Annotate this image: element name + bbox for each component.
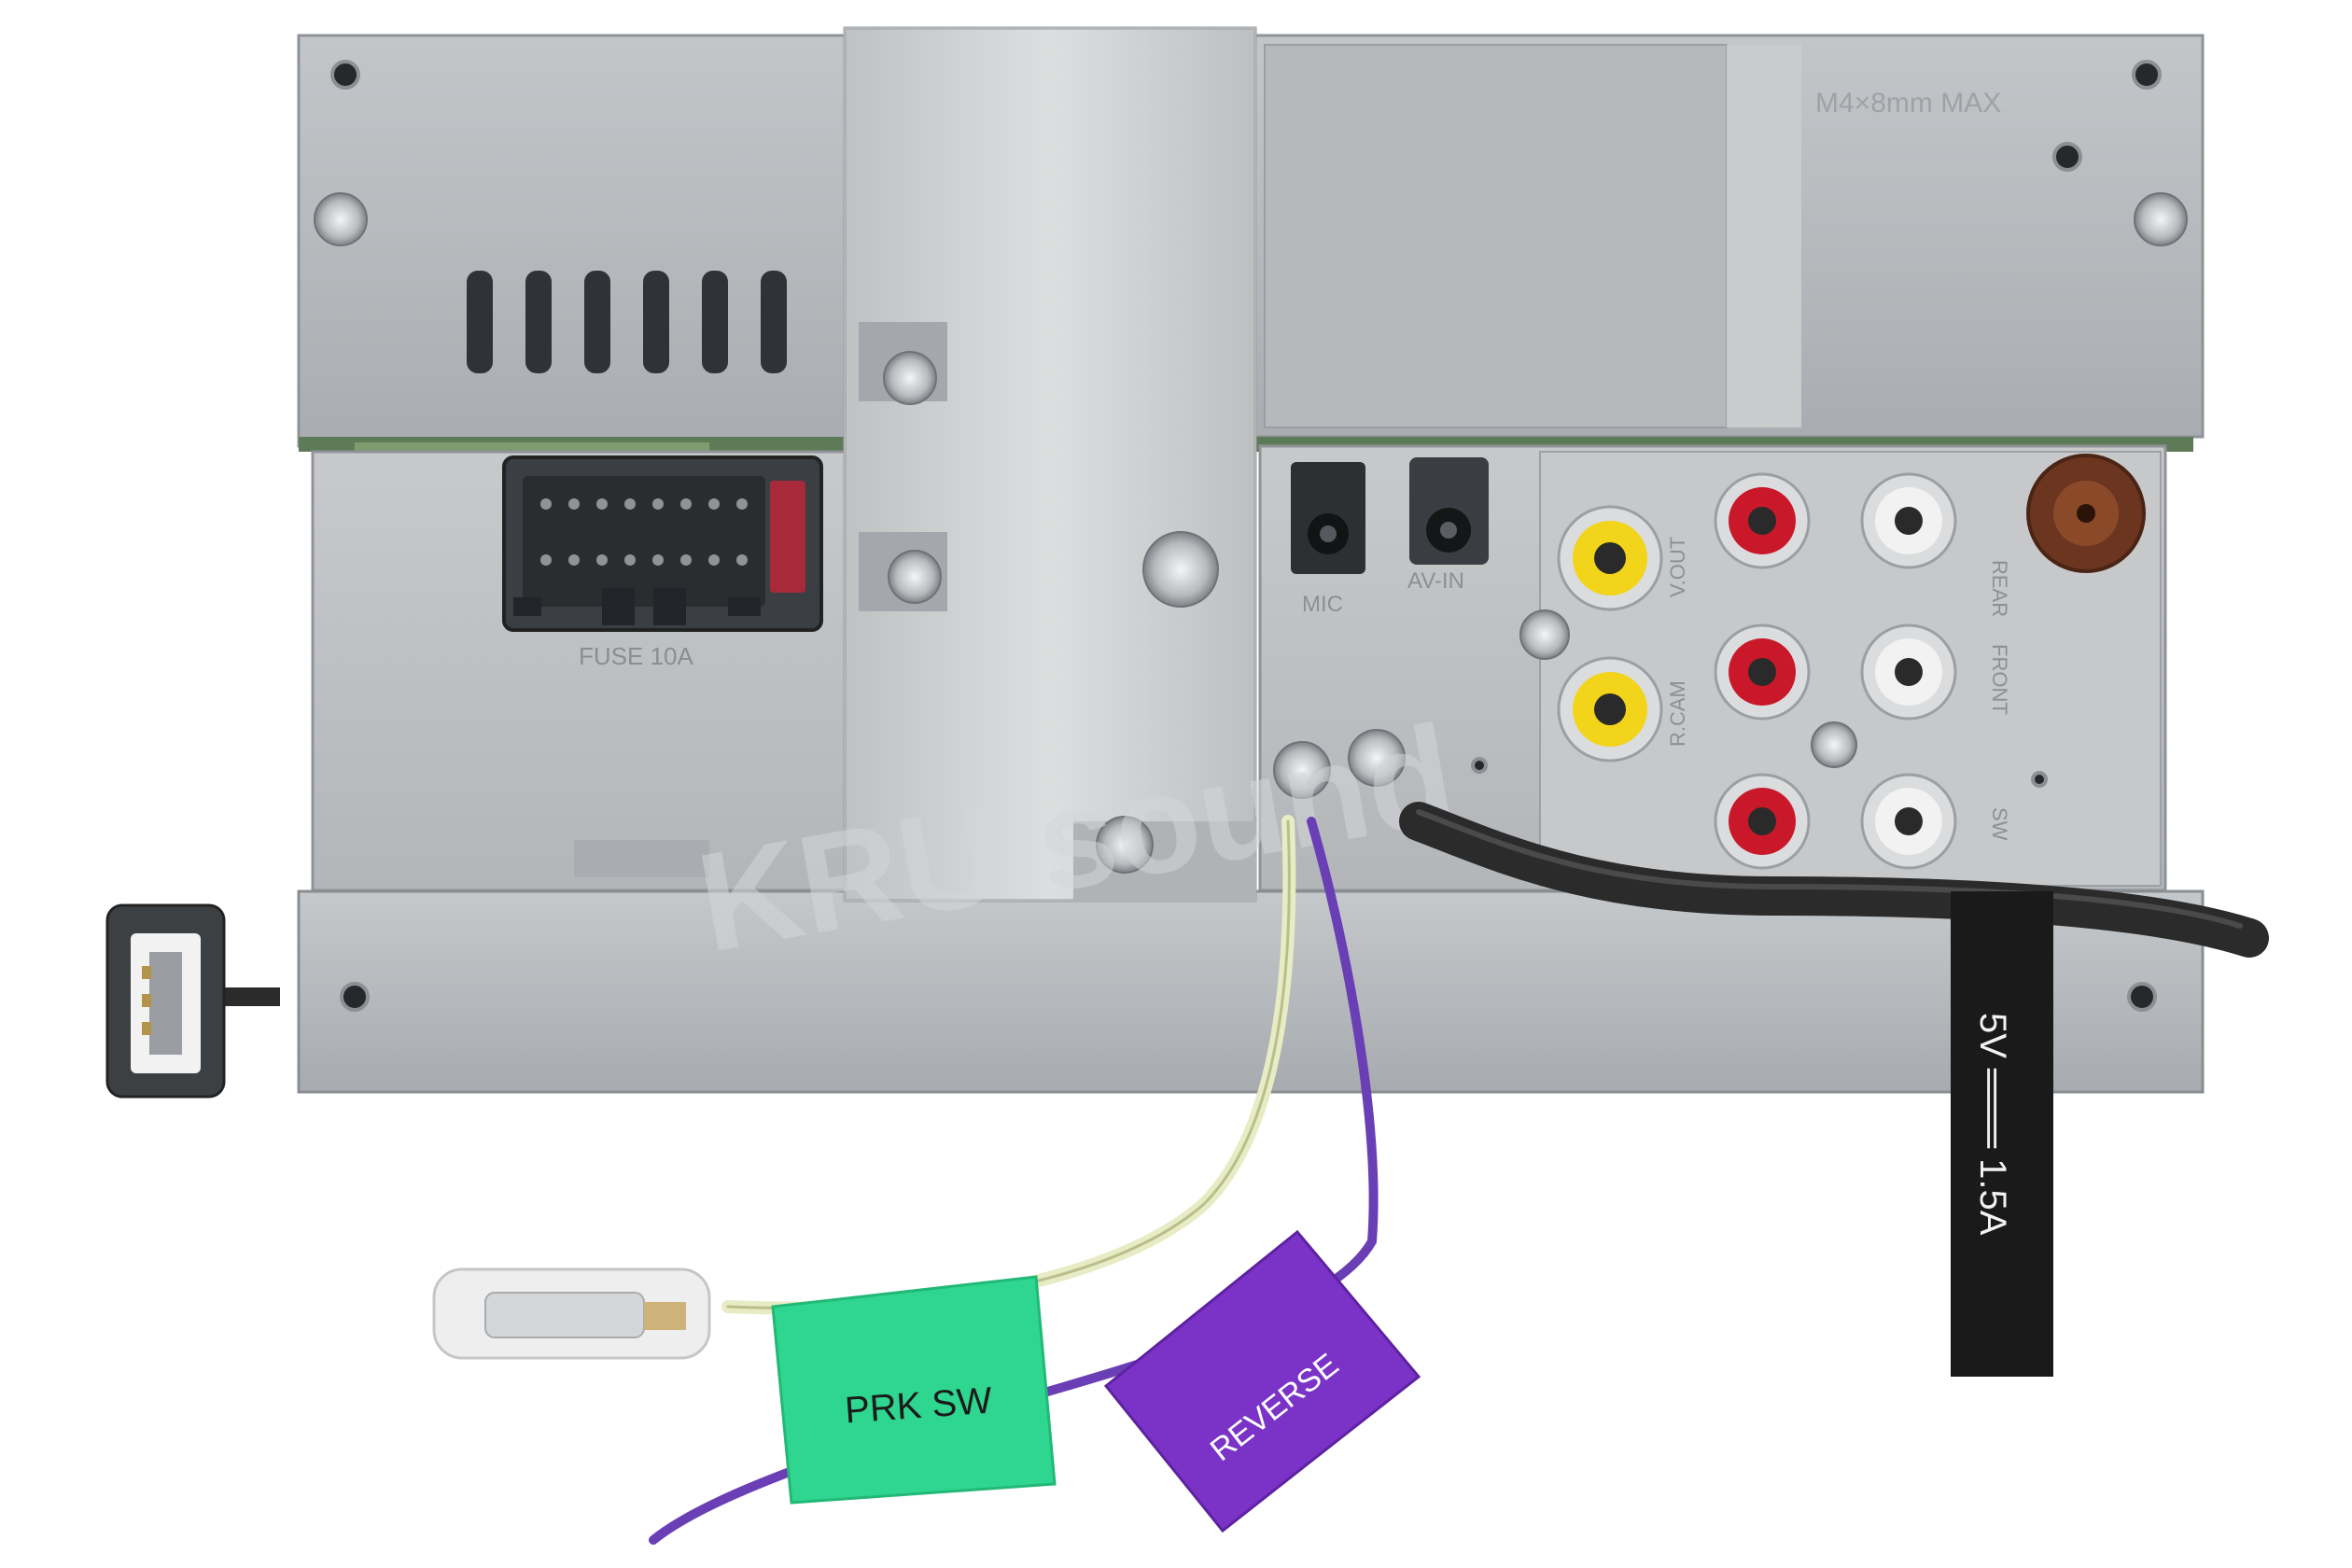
front-label: FRONT xyxy=(1988,644,2011,715)
rca-r-cam-yellow xyxy=(1557,656,1663,763)
usb-connector xyxy=(105,903,226,1099)
antenna-jack xyxy=(2026,454,2146,573)
upper-chassis: M4×8mm MAX xyxy=(297,34,2205,448)
iso-power-connector xyxy=(502,455,823,632)
screw-spec-label: M4×8mm MAX xyxy=(1815,88,2001,119)
rca-rear-red xyxy=(1714,472,1811,569)
rca-front-red xyxy=(1714,623,1811,721)
fuse-label: FUSE 10A xyxy=(579,642,693,670)
av-in-label: AV-IN xyxy=(1407,568,1464,594)
rca-v-out-yellow xyxy=(1557,505,1663,611)
screw-icon xyxy=(1142,531,1219,608)
screw-icon xyxy=(1273,741,1331,799)
rear-label: REAR xyxy=(1988,560,2011,617)
reverse-tag: REVERSE xyxy=(1103,1229,1421,1533)
screws xyxy=(314,192,2188,874)
screw-icon xyxy=(314,192,368,246)
mounting-holes xyxy=(330,60,2162,1012)
screw-icon xyxy=(2134,192,2188,246)
vent-slots xyxy=(467,271,787,373)
bottom-chassis xyxy=(297,889,2205,1094)
rca-jacks xyxy=(1557,454,2146,870)
spade-connector xyxy=(432,1267,711,1360)
rca-rear-white xyxy=(1860,472,1957,569)
v-out-label: V.OUT xyxy=(1666,537,1689,597)
prk-sw-tag: PRK SW xyxy=(771,1275,1057,1505)
sw-label: SW xyxy=(1988,807,2011,841)
screw-icon xyxy=(1096,816,1154,874)
usb-cable xyxy=(1399,802,2269,958)
prk-sw-label: PRK SW xyxy=(844,1380,994,1432)
rca-sw-red xyxy=(1714,773,1811,870)
screw-icon xyxy=(1811,721,1857,768)
r-cam-label: R.CAM xyxy=(1666,680,1689,747)
power-rating-flag: 5V ═══ 1.5A xyxy=(1951,891,2053,1377)
rca-front-white xyxy=(1860,623,1957,721)
rca-sw-white xyxy=(1860,773,1957,870)
screw-icon xyxy=(888,550,942,604)
screw-icon xyxy=(883,351,937,405)
mic-label: MIC xyxy=(1302,592,1343,617)
screw-icon xyxy=(1519,609,1570,660)
screw-icon xyxy=(1348,729,1406,787)
av-in-jack xyxy=(1409,457,1489,565)
power-rating-label: 5V ═══ 1.5A xyxy=(1972,1013,2013,1236)
mic-jack xyxy=(1291,462,1365,574)
